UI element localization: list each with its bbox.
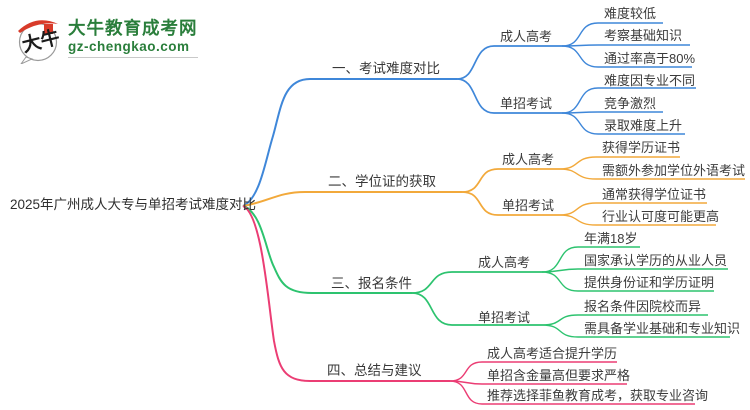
leaf-age-18: 年满18岁: [584, 231, 638, 246]
branch-summary-advice: 四、总结与建议: [327, 363, 422, 378]
leaf-varies-by-major: 难度因专业不同: [604, 73, 696, 88]
leaf-industry-recognition: 行业认可度可能更高: [602, 209, 720, 224]
leaf-id-and-proof: 提供身份证和学历证明: [584, 275, 715, 290]
leaf-recognized-education: 国家承认学历的从业人员: [584, 253, 728, 268]
branch-exam-difficulty: 一、考试难度对比: [332, 61, 440, 76]
bull-speech-bubble-icon: 大牛: [18, 20, 62, 64]
node-chengkao-b2: 成人高考: [502, 152, 555, 167]
leaf-low-difficulty: 难度较低: [604, 6, 657, 21]
leaf-diploma-certificate: 获得学历证书: [602, 140, 681, 155]
branch-registration-requirements: 三、报名条件: [331, 276, 412, 291]
node-danzhao-b2: 单招考试: [502, 198, 555, 213]
leaf-basic-knowledge: 考察基础知识: [604, 28, 683, 43]
node-chengkao-b3: 成人高考: [478, 255, 531, 270]
leaf-admission-harder: 录取难度上升: [604, 118, 683, 133]
site-name: 大牛教育成考网: [68, 18, 198, 38]
leaf-varies-by-school: 报名条件因院校而异: [584, 299, 702, 314]
leaf-degree-language-exam: 需额外参加学位外语考试: [602, 163, 746, 178]
branch-degree-certificate: 二、学位证的获取: [328, 174, 436, 189]
leaf-danzhao-high-value: 单招含金量高但要求严格: [487, 368, 631, 383]
leaf-recommend-consult: 推荐选择菲鱼教育成考，获取专业咨询: [487, 388, 709, 403]
leaf-fierce-competition: 竞争激烈: [604, 96, 657, 111]
leaf-academic-foundation: 需具备学业基础和专业知识: [584, 321, 741, 336]
node-danzhao-b3: 单招考试: [478, 310, 531, 325]
leaf-chengkao-for-upgrade: 成人高考适合提升学历: [487, 346, 618, 361]
leaf-pass-rate: 通过率高于80%: [604, 51, 696, 66]
site-logo: 大牛 大牛教育成考网 gz-chengkao.com: [14, 12, 198, 64]
node-danzhao-b1: 单招考试: [500, 96, 553, 111]
node-chengkao-b1: 成人高考: [500, 29, 553, 44]
site-url: gz-chengkao.com: [68, 38, 198, 58]
leaf-usually-degree: 通常获得学位证书: [602, 187, 707, 202]
root-topic: 2025年广州成人大专与单招考试难度对比: [10, 197, 257, 212]
